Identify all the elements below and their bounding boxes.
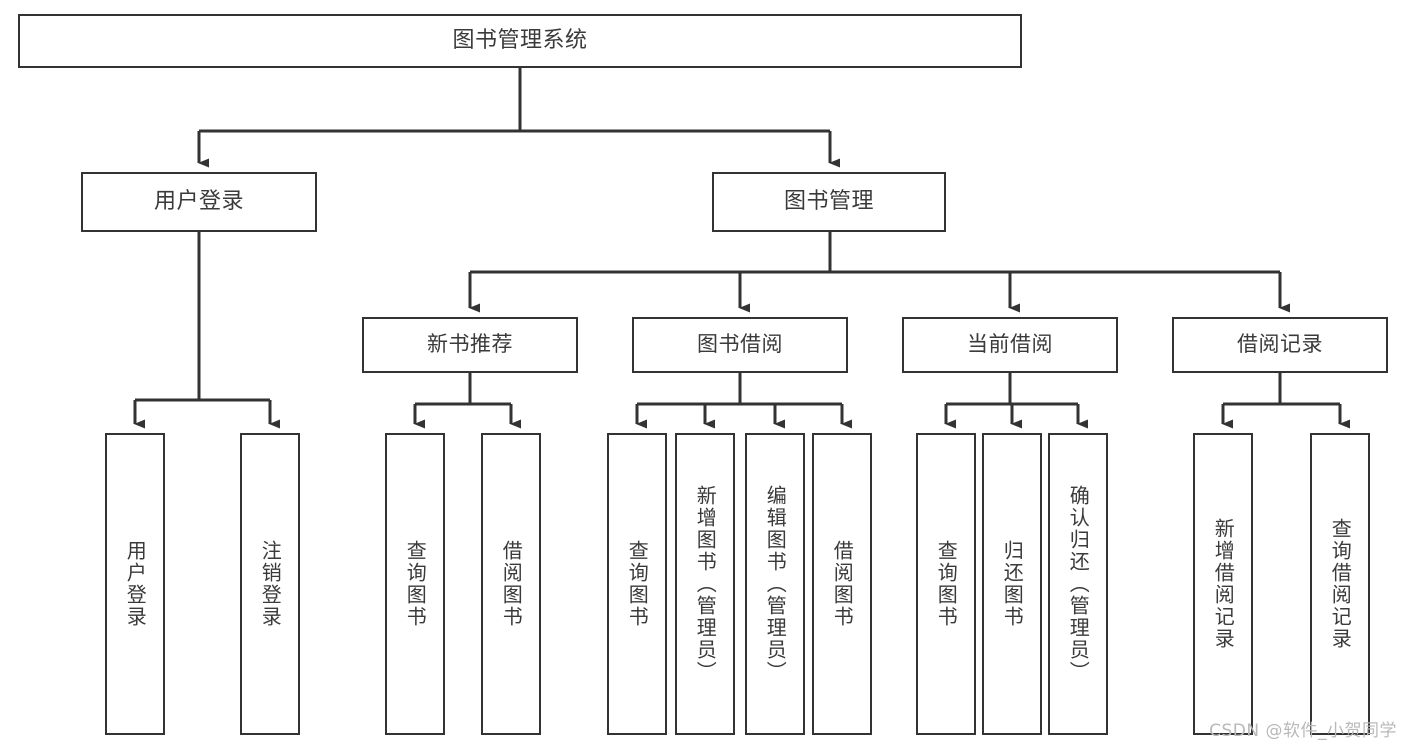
node-label: 注销登录 [258, 540, 283, 628]
node-label: 归还图书 [1000, 540, 1025, 628]
leaf-logout[interactable]: 注销登录 [240, 433, 300, 735]
leaf-query-book-current[interactable]: 查询图书 [916, 433, 976, 735]
node-label: 借阅图书 [830, 540, 855, 628]
node-label: 借阅图书 [499, 540, 524, 628]
node-label: 新增图书（管理员） [693, 485, 718, 683]
node-root-book-management-system[interactable]: 图书管理系统 [18, 14, 1022, 68]
node-current-borrow[interactable]: 当前借阅 [902, 317, 1118, 373]
node-book-management[interactable]: 图书管理 [712, 172, 946, 232]
leaf-return-book[interactable]: 归还图书 [982, 433, 1042, 735]
node-label: 新书推荐 [427, 332, 513, 357]
leaf-borrow-book-recommend[interactable]: 借阅图书 [481, 433, 541, 735]
leaf-query-borrow-record[interactable]: 查询借阅记录 [1310, 433, 1370, 735]
node-label: 图书借阅 [697, 332, 783, 357]
node-borrow-record[interactable]: 借阅记录 [1172, 317, 1388, 373]
node-label: 新增借阅记录 [1211, 518, 1236, 650]
leaf-edit-book-admin[interactable]: 编辑图书（管理员） [745, 433, 805, 735]
node-label: 确认归还（管理员） [1066, 485, 1091, 683]
node-label: 查询借阅记录 [1328, 518, 1353, 650]
leaf-user-login[interactable]: 用户登录 [105, 433, 165, 735]
node-label: 图书管理 [783, 188, 874, 214]
leaf-query-book-borrow[interactable]: 查询图书 [607, 433, 667, 735]
node-label: 图书管理系统 [452, 27, 588, 53]
node-label: 查询图书 [625, 540, 650, 628]
leaf-query-book-recommend[interactable]: 查询图书 [385, 433, 445, 735]
node-new-book-recommend[interactable]: 新书推荐 [362, 317, 578, 373]
leaf-borrow-book[interactable]: 借阅图书 [812, 433, 872, 735]
leaf-add-book-admin[interactable]: 新增图书（管理员） [675, 433, 735, 735]
node-label: 当前借阅 [967, 332, 1053, 357]
leaf-confirm-return-admin[interactable]: 确认归还（管理员） [1048, 433, 1108, 735]
node-book-borrow[interactable]: 图书借阅 [632, 317, 848, 373]
node-label: 借阅记录 [1237, 332, 1323, 357]
node-user-login[interactable]: 用户登录 [81, 172, 317, 232]
node-label: 用户登录 [123, 540, 148, 628]
node-label: 编辑图书（管理员） [763, 485, 788, 683]
node-label: 查询图书 [934, 540, 959, 628]
leaf-add-borrow-record[interactable]: 新增借阅记录 [1193, 433, 1253, 735]
node-label: 用户登录 [153, 188, 244, 214]
node-label: 查询图书 [403, 540, 428, 628]
